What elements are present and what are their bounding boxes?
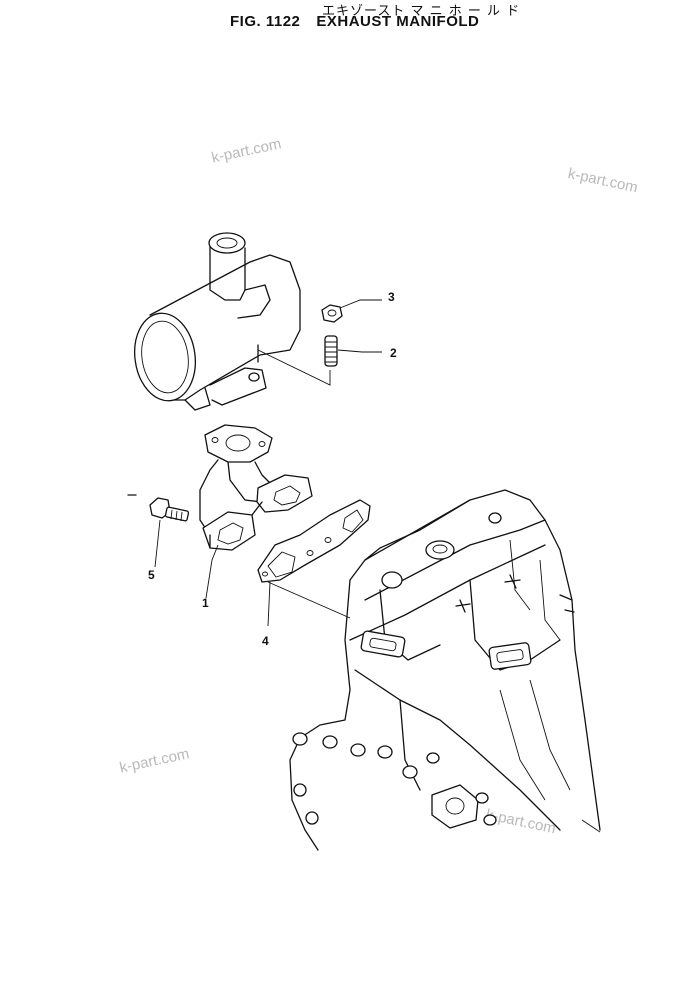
muffler-icon xyxy=(134,232,301,411)
callout-2[interactable]: 2 xyxy=(390,346,397,360)
exhaust-manifold-icon xyxy=(199,424,313,551)
figure-name: EXHAUST MANIFOLD xyxy=(316,13,480,30)
callout-1[interactable]: 1 xyxy=(202,596,209,610)
stud-bolt-icon xyxy=(324,335,338,367)
callout-3[interactable]: 3 xyxy=(388,290,395,304)
figure-number: FIG. 1122 xyxy=(230,13,301,30)
figure-title: FIG. 1122 EXHAUST MANIFOLD xyxy=(230,13,479,30)
callout-4[interactable]: 4 xyxy=(262,634,269,648)
hex-bolt-icon xyxy=(127,494,190,522)
engine-block-icon xyxy=(289,489,601,851)
leader-lines xyxy=(154,299,382,627)
title-japanese: エキゾースト マ ニ ホ ー ル ド xyxy=(322,4,521,19)
manifold-gasket-icon xyxy=(257,499,371,583)
hex-nut-icon xyxy=(321,304,343,323)
callout-5[interactable]: 5 xyxy=(148,568,155,582)
